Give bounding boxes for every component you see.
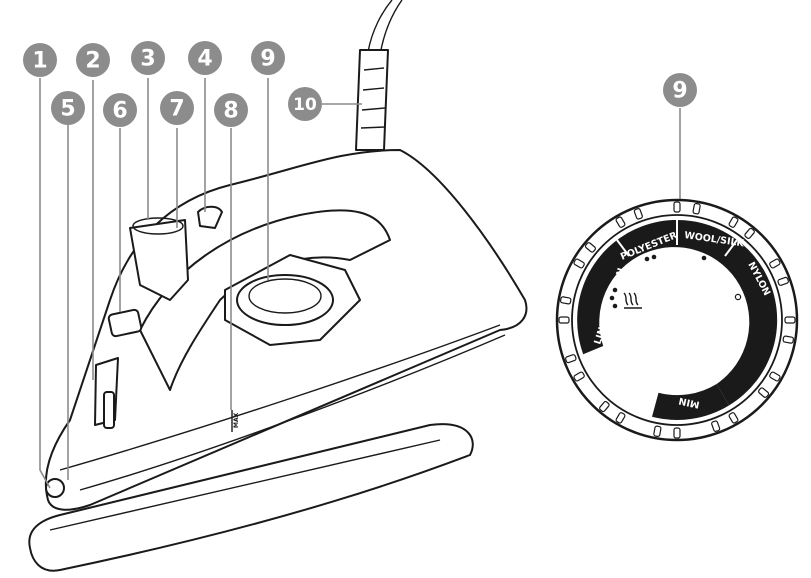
leader-lines [39, 78, 681, 489]
svg-text:7: 7 [169, 97, 184, 122]
callout-5: 5 [51, 91, 85, 125]
callout-1: 1 [23, 43, 57, 77]
iron-illustration: MAX [28, 0, 528, 572]
dial-knurl [784, 316, 796, 324]
dial-knurl [653, 425, 662, 438]
dial-knurl [633, 208, 643, 220]
dial-knurl [692, 202, 701, 215]
dial-knurl [777, 276, 789, 286]
dial-setting-band [577, 219, 778, 406]
self-clean-button[interactable] [107, 308, 143, 338]
thermostat-slider[interactable] [103, 391, 115, 429]
svg-text:8: 8 [223, 99, 238, 124]
callout-8: 8 [214, 93, 248, 127]
svg-text:4: 4 [197, 47, 212, 72]
dial-knurl [673, 201, 681, 213]
dial-knurl [615, 412, 626, 424]
dial-knurl [744, 227, 755, 239]
callout-2: 2 [76, 43, 110, 77]
dial-min-band [652, 384, 730, 420]
svg-text:5: 5 [60, 97, 75, 122]
dial-knurl [758, 387, 770, 398]
callout-3: 3 [131, 41, 165, 75]
cord-strain-relief [355, 49, 389, 151]
dial-knurl [673, 427, 681, 439]
dial-knurl [558, 316, 570, 324]
callout-9: 9 [251, 41, 285, 75]
dial-knurl [615, 216, 626, 228]
dial-knurl [782, 335, 795, 344]
temperature-dial-detail: LINEN/COTTON POLYESTER WOOL/SILK NYLON M… [555, 198, 799, 442]
svg-text:1: 1 [32, 49, 47, 74]
temperature-dial-on-iron[interactable] [236, 274, 334, 326]
dial-knurl [565, 354, 577, 364]
spray-button[interactable] [129, 219, 189, 301]
callout-9-dial: 9 [663, 73, 697, 107]
svg-text:10: 10 [293, 95, 317, 115]
svg-text:6: 6 [112, 99, 127, 124]
dial-grip-knurls [558, 201, 796, 439]
callout-6: 6 [103, 93, 137, 127]
water-fill-inlet[interactable] [45, 478, 65, 498]
svg-text:9: 9 [672, 79, 687, 104]
dial-knurl [769, 371, 781, 382]
callout-7: 7 [160, 91, 194, 125]
dial-knurl [584, 242, 596, 253]
power-cord [367, 0, 403, 56]
soleplate [28, 423, 474, 572]
callout-10: 10 [288, 87, 322, 121]
steam-icon [623, 292, 642, 309]
dial-knurl [711, 420, 721, 432]
handle-opening [139, 209, 391, 391]
svg-text:3: 3 [140, 47, 155, 72]
dial-knurl [573, 371, 585, 382]
dial-knurl [728, 216, 739, 228]
svg-text:9: 9 [260, 47, 275, 72]
steam-burst-button[interactable] [197, 205, 223, 229]
dial-knurl [728, 412, 739, 424]
dial-label-min: MIN [678, 395, 701, 410]
max-fill-label: MAX [233, 412, 240, 428]
dial-knurl [769, 258, 781, 269]
svg-text:2: 2 [85, 49, 100, 74]
dial-knurl [573, 258, 585, 269]
dial-knurl [599, 401, 610, 413]
callout-4: 4 [188, 41, 222, 75]
dial-knurl [559, 296, 572, 305]
